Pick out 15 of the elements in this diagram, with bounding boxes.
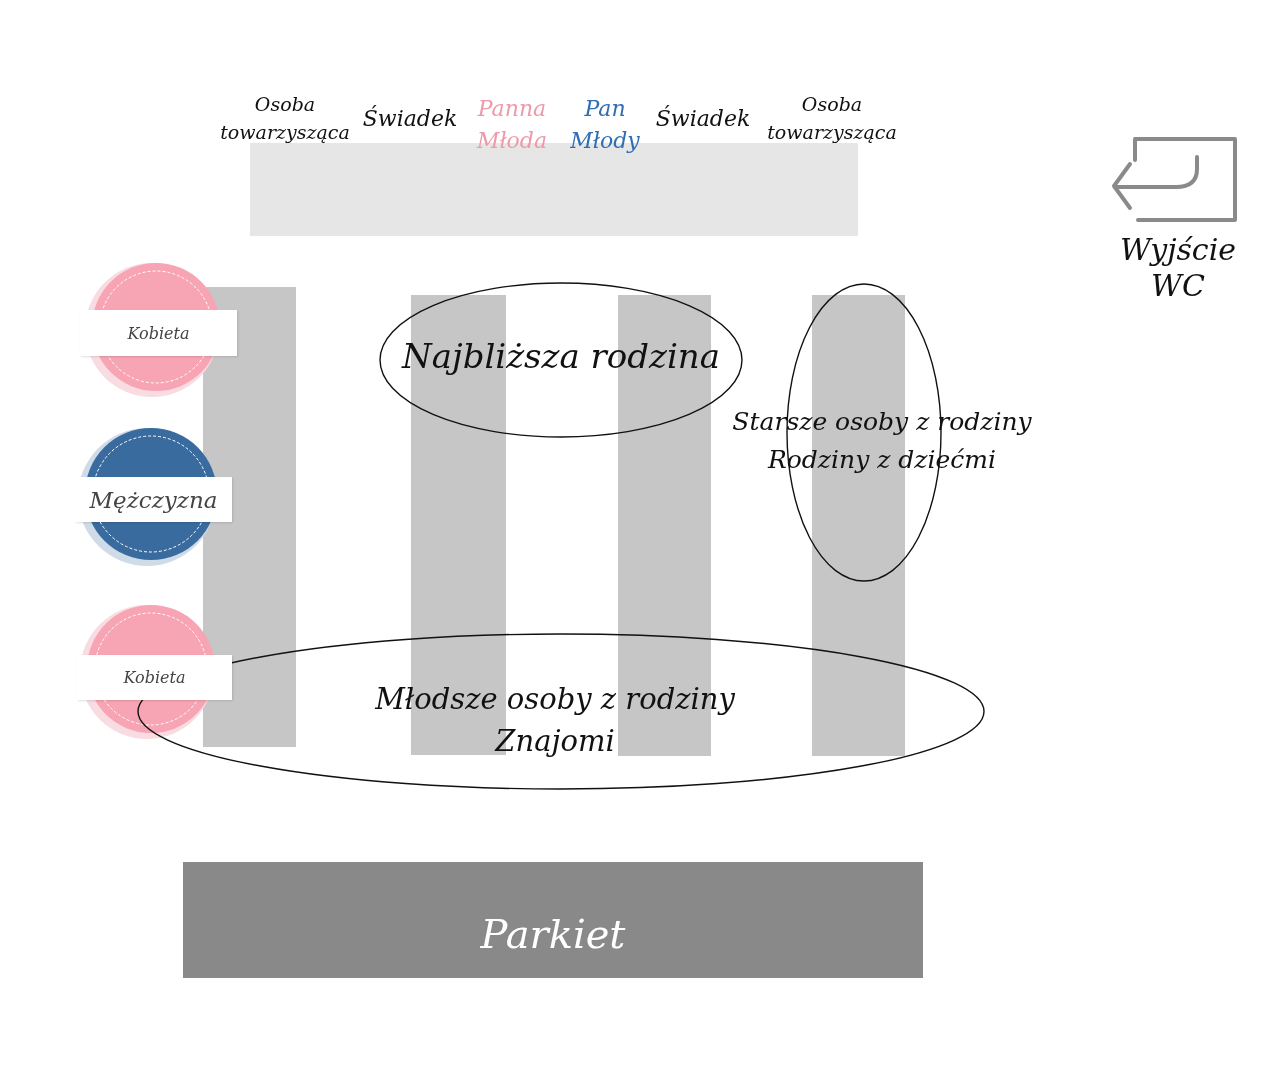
seat-name: Pan Młody [570, 95, 640, 155]
seat-name: Osoba towarzysząca [767, 92, 897, 145]
seat-name: Świadek [362, 104, 458, 133]
group-name: Najbliższa rodzina [402, 335, 720, 378]
seat-name: Świadek [655, 104, 751, 133]
exit-caption: Wyjście WC [1120, 232, 1236, 304]
label-banner: Mężczyzna [75, 477, 232, 522]
label-banner: Kobieta [80, 310, 237, 356]
floor-label: Parkiet [480, 910, 626, 959]
dance-floor [183, 862, 923, 978]
group-name: Młodsze osoby z rodziny [375, 681, 735, 718]
group-name: Znajomi [495, 723, 615, 760]
label-banner: Kobieta [77, 655, 232, 700]
seat-name: Panna Młoda [476, 95, 548, 155]
seat-name: Osoba towarzysząca [220, 92, 350, 145]
